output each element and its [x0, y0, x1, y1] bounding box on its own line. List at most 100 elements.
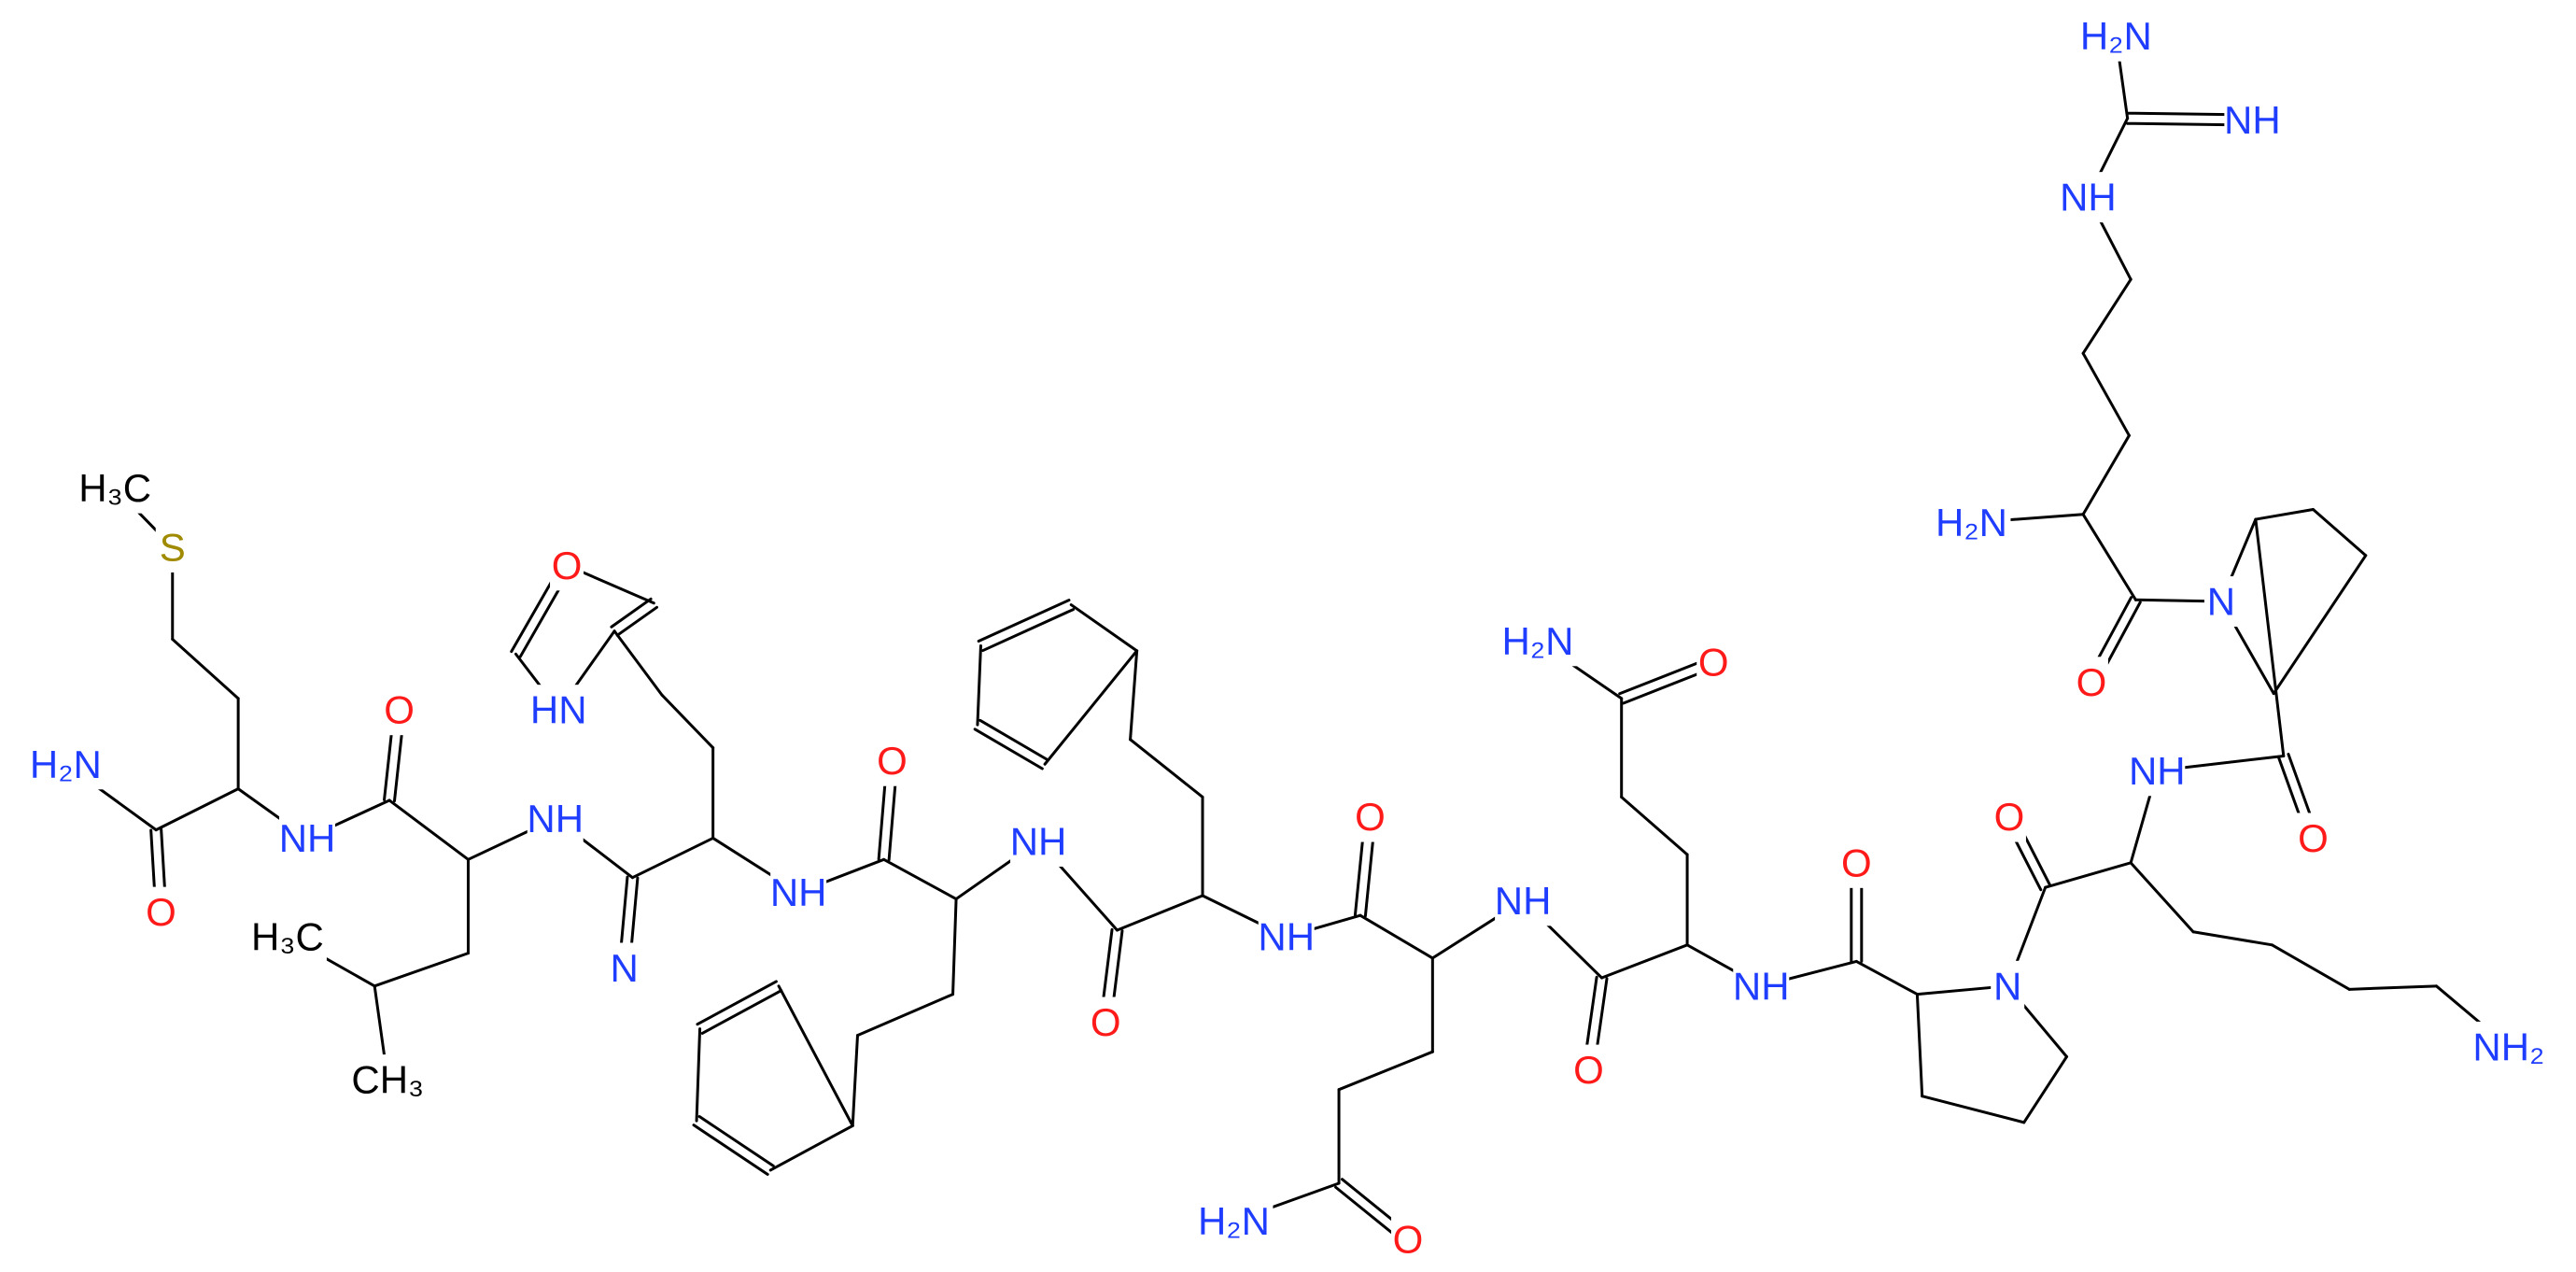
atom-label: O	[2076, 660, 2107, 704]
atom-label: H₂N	[1936, 501, 2007, 544]
atom-label: NH	[279, 816, 336, 860]
atom-label-background	[607, 942, 641, 994]
atom-label-background	[875, 735, 909, 786]
double-bond	[696, 980, 778, 1026]
atom-label-background	[1258, 912, 1315, 963]
atom-label-background	[1733, 960, 1790, 1011]
atom-label-background	[382, 685, 416, 736]
atom-label-background	[1839, 837, 1874, 888]
single-bond	[2254, 517, 2286, 757]
atom-label-background	[1010, 815, 1067, 867]
single-bond	[630, 836, 715, 880]
atom-label-background	[1495, 875, 1552, 926]
single-bond	[1116, 894, 1204, 932]
atom-label: N	[2207, 580, 2235, 624]
single-bond	[387, 799, 470, 861]
atom-label-background	[530, 685, 587, 736]
single-bond	[851, 1034, 859, 1127]
single-bond	[171, 638, 240, 700]
atom-label: O	[1573, 1048, 1604, 1092]
single-bond	[1069, 603, 1139, 653]
atom-label: O	[1698, 641, 1729, 685]
atom-label: O	[552, 544, 583, 587]
atom-label-background	[550, 540, 584, 591]
atom-label: H₂N	[30, 742, 102, 786]
atom-label-background	[2224, 94, 2281, 146]
single-bond	[1043, 649, 1139, 766]
atom-label-background	[144, 886, 178, 938]
single-bond	[2311, 508, 2368, 558]
bonds	[63, 35, 2511, 1245]
double-bond	[977, 599, 1071, 643]
single-bond	[2347, 984, 2438, 991]
atom-label: NH	[1258, 915, 1315, 959]
double-bond	[692, 1124, 769, 1176]
atom-labels: H₂NNHNHH₂NNONHOONONH₂NHOOH₂NNHOOH₂NNHONH…	[26, 10, 2548, 1265]
atom-label-background	[770, 867, 827, 918]
single-bond	[2129, 861, 2195, 934]
atom-label: NH	[2224, 98, 2281, 142]
atom-label: O	[1393, 1217, 1424, 1261]
atom-label-background	[1991, 960, 2025, 1011]
single-bond	[976, 644, 982, 727]
single-bond	[768, 1124, 854, 1172]
atom-label-background	[1932, 497, 2011, 548]
atom-label: CH₃	[351, 1058, 424, 1102]
atom-label: NH	[1733, 964, 1790, 1008]
atom-label-background	[76, 462, 155, 514]
single-bond	[777, 984, 854, 1127]
double-bond	[697, 1115, 775, 1167]
double-bond	[615, 605, 658, 637]
atom-label: O	[1841, 841, 1872, 884]
single-bond	[1915, 993, 1924, 1098]
single-bond	[373, 952, 470, 988]
atom-label-background	[2469, 1021, 2548, 1072]
atom-label-background	[1571, 1044, 1606, 1095]
atom-label-background	[247, 912, 327, 963]
atom-label: O	[1355, 795, 1386, 839]
single-bond	[2044, 861, 2133, 889]
atom-label: NH	[1495, 879, 1552, 923]
single-bond	[2081, 513, 2137, 601]
atom-label-background	[1089, 996, 1123, 1048]
atom-label: HN	[530, 688, 587, 732]
atom-label-background	[348, 1054, 428, 1106]
single-bond	[855, 993, 955, 1038]
atom-label: O	[1994, 795, 2025, 839]
single-bond	[660, 693, 715, 750]
single-bond	[1921, 1095, 2026, 1124]
double-bond	[973, 728, 1044, 770]
single-bond	[1337, 1050, 1434, 1092]
single-bond	[2081, 351, 2131, 437]
single-bond	[2270, 943, 2351, 991]
atom-label-background	[1498, 615, 1577, 667]
atom-label-background	[2076, 10, 2156, 62]
atom-label-background	[1696, 637, 1731, 688]
atom-label: N	[610, 946, 638, 990]
atom-label: H₂N	[2080, 14, 2152, 58]
atom-label: O	[877, 739, 908, 783]
single-bond	[2081, 433, 2131, 516]
double-bond	[700, 989, 783, 1035]
atom-label: NH	[2060, 176, 2117, 219]
single-bond	[612, 629, 664, 697]
double-bond	[981, 608, 1076, 653]
atom-label-background	[2296, 813, 2330, 864]
atom-label: O	[384, 688, 415, 732]
atom-label-background	[155, 521, 190, 572]
atom-label-background	[2074, 657, 2108, 708]
single-bond	[2191, 930, 2273, 947]
atom-label: S	[160, 525, 186, 569]
single-bond	[2022, 1054, 2069, 1124]
atom-label-background	[527, 793, 584, 844]
atom-label: H₂N	[1198, 1199, 1270, 1243]
atom-label: NH	[1010, 819, 1067, 863]
single-bond	[882, 857, 958, 901]
atom-label: NH	[527, 797, 584, 841]
atom-label-background	[279, 813, 336, 864]
single-bond	[2081, 277, 2133, 355]
atom-label: O	[1091, 1000, 1121, 1044]
atom-label: H₂N	[1501, 619, 1573, 663]
single-bond	[1620, 795, 1689, 856]
